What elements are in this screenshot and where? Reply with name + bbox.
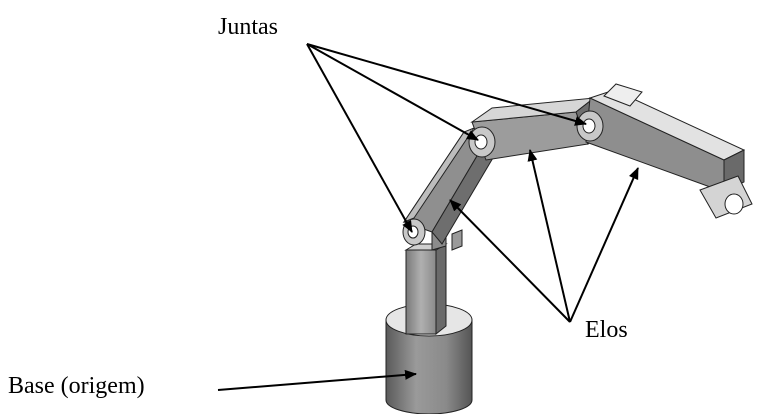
link-3: [576, 83, 753, 219]
arrow-joint-3: [306, 43, 587, 126]
links-arrows: [449, 149, 639, 323]
base-label: Base (origem): [8, 373, 145, 399]
arrow-base: [217, 369, 417, 391]
arrow-link-3: [569, 167, 639, 323]
links-label: Elos: [585, 317, 628, 343]
joints-label: Juntas: [218, 14, 278, 40]
arrow-link-2: [527, 149, 571, 323]
arrow-link-1: [449, 199, 571, 323]
joints-arrows: [306, 43, 587, 233]
base-arrow-group: [217, 369, 417, 391]
arrow-joint-2: [306, 43, 479, 141]
arrow-joint-1: [306, 43, 413, 233]
